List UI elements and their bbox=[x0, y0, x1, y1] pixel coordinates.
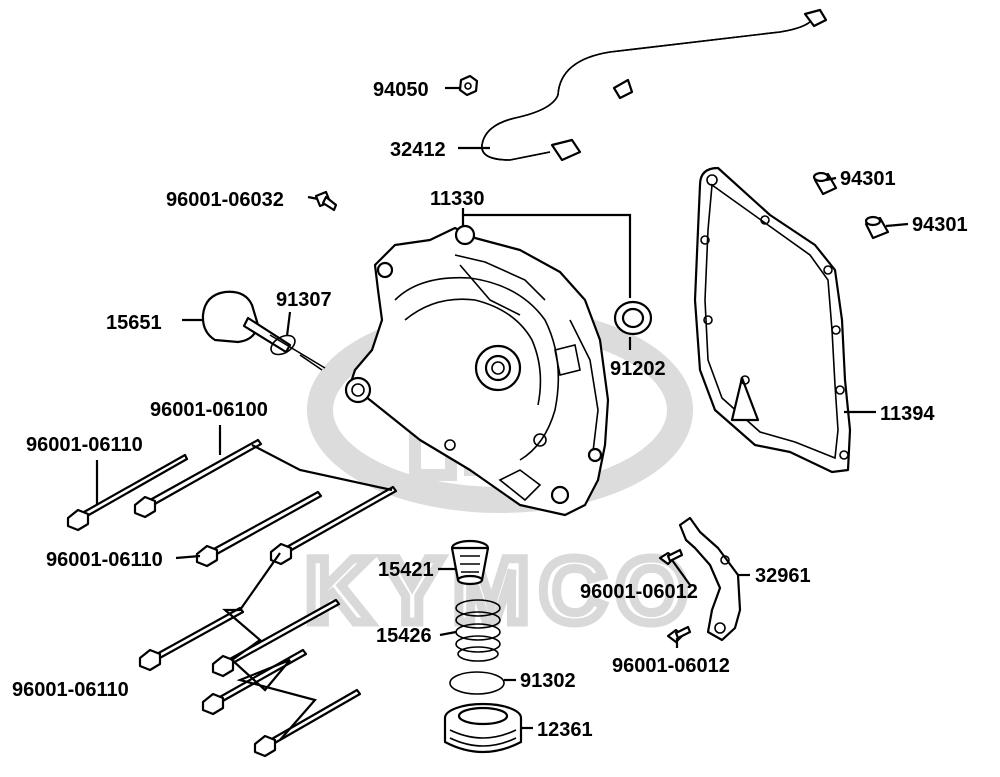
part-labels: 94050 32412 96001-06032 11330 94301 9430… bbox=[12, 79, 968, 741]
label-96001-06110-c: 96001-06110 bbox=[12, 679, 129, 701]
label-96001-06012-b: 96001-06012 bbox=[612, 655, 730, 677]
oil-strainer-15421-icon bbox=[450, 539, 490, 586]
collar-94301-a-icon bbox=[812, 171, 838, 196]
label-91202: 91202 bbox=[610, 358, 666, 380]
label-15426: 15426 bbox=[376, 625, 432, 647]
o-ring-91307-icon bbox=[270, 334, 296, 356]
screw-96001-06032-icon bbox=[314, 190, 338, 212]
label-32412: 32412 bbox=[390, 139, 446, 161]
label-94301-b: 94301 bbox=[912, 214, 968, 236]
label-15651: 15651 bbox=[106, 312, 162, 334]
label-11330: 11330 bbox=[430, 188, 485, 210]
spring-15426-icon bbox=[455, 599, 501, 662]
screw-96001-06012-b-icon bbox=[666, 625, 692, 644]
label-96001-06110-a: 96001-06110 bbox=[26, 434, 143, 456]
label-11394: 11394 bbox=[880, 403, 935, 425]
screw-96001-06012-a-icon bbox=[658, 548, 684, 566]
flange-bolt-icon bbox=[66, 438, 398, 758]
drain-plug-12361-icon bbox=[443, 702, 523, 754]
oil-seal-91202-icon bbox=[613, 300, 653, 336]
label-91307: 91307 bbox=[276, 289, 332, 311]
label-15421: 15421 bbox=[378, 559, 434, 581]
label-94050: 94050 bbox=[373, 79, 429, 101]
label-12361: 12361 bbox=[537, 719, 593, 741]
cover-gasket-icon bbox=[693, 166, 852, 474]
label-94301-a: 94301 bbox=[840, 168, 896, 190]
label-96001-06012-a: 96001-06012 bbox=[580, 581, 698, 603]
collar-94301-b-icon bbox=[864, 215, 890, 240]
dipstick-15651-icon bbox=[201, 290, 326, 371]
ground-cable-icon bbox=[481, 8, 828, 162]
leader-lines bbox=[95, 86, 909, 741]
nut-94050-icon bbox=[458, 74, 479, 97]
label-32961: 32961 bbox=[755, 565, 811, 587]
crankcase-cover-icon bbox=[344, 224, 610, 517]
o-ring-91302-icon bbox=[449, 671, 505, 695]
label-96001-06110-b: 96001-06110 bbox=[46, 549, 163, 571]
label-91302: 91302 bbox=[520, 670, 576, 692]
bracket-32961-icon bbox=[678, 516, 742, 642]
label-96001-06100: 96001-06100 bbox=[150, 399, 268, 421]
label-96001-06032: 96001-06032 bbox=[166, 189, 284, 211]
